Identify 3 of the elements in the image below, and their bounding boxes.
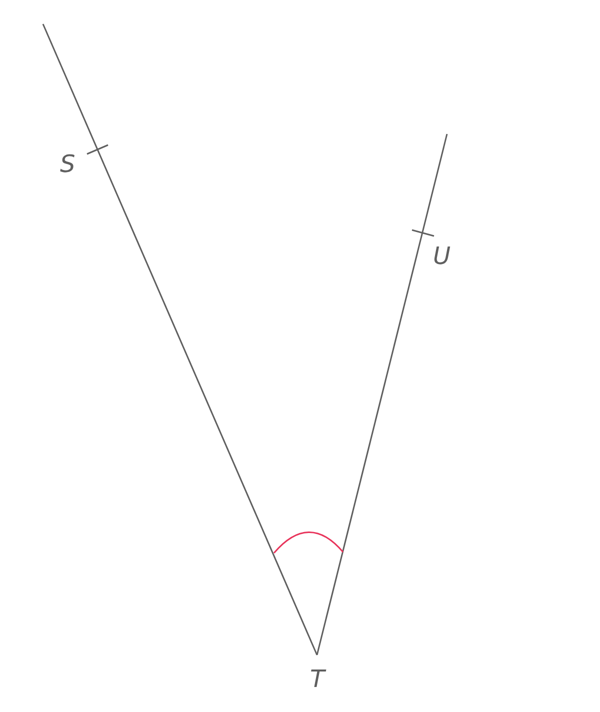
point-label: T [310, 667, 325, 691]
point-label: S [60, 152, 76, 176]
point-label: U [433, 244, 451, 268]
